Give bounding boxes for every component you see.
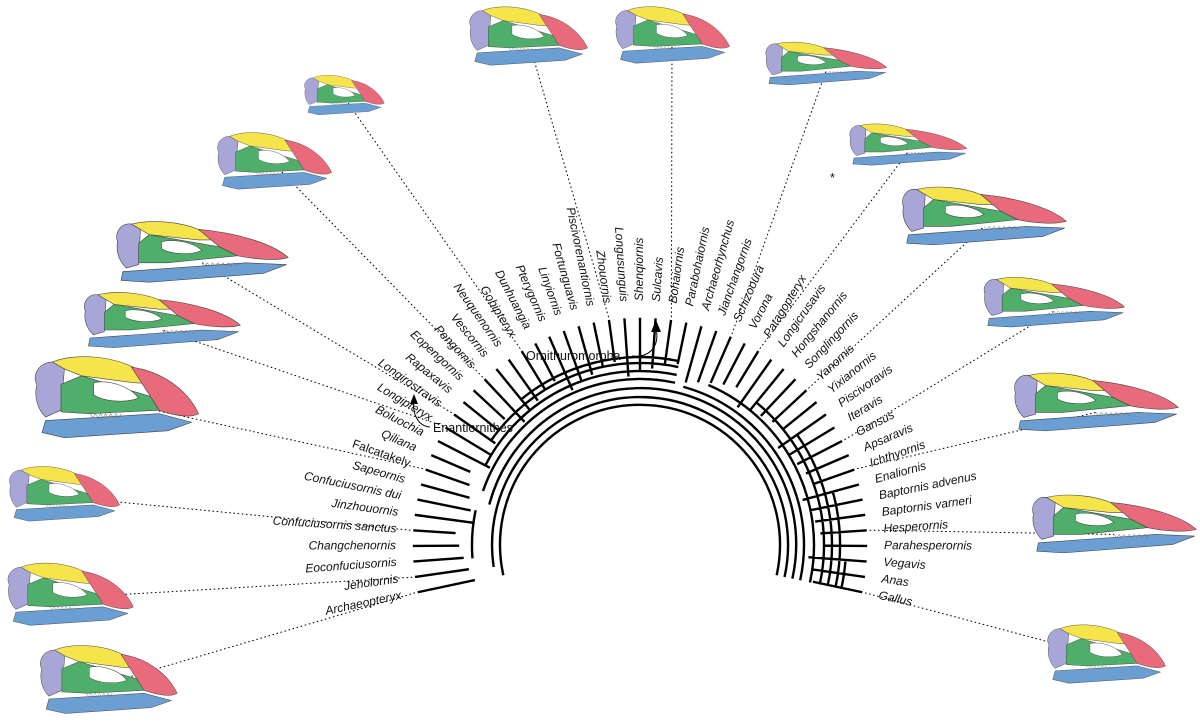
pengornis-skull (217, 132, 332, 190)
falcatakely-skull (34, 356, 199, 439)
leader-lines (63, 37, 1115, 684)
hesperornis-skull (1032, 494, 1197, 554)
taxon-label-confuciusornis-sanctus: Confuciusornis sanctus (272, 514, 397, 536)
ornithuromorpha-arrowhead-icon (651, 320, 661, 332)
longipteryx-skull (84, 292, 241, 348)
enantiornithes-arrowhead-icon (410, 394, 418, 404)
zhouornis-skull (469, 6, 588, 66)
taxon-label-changchenornis: Changchenornis (309, 538, 396, 552)
clade-label-enantiornithes: Enantiornithes (433, 421, 513, 435)
taxon-label-archaeopteryx: Archaeopteryx (323, 588, 404, 618)
jeholornis-skull (7, 562, 134, 626)
ornithuromorpha-arrow (631, 327, 658, 357)
taxon-labels: ArchaeopteryxJeholornisEoconfuciusornisC… (272, 206, 977, 618)
asterisk-annotation: * (830, 171, 835, 185)
taxon-label-longusunguis: Longusunguis (612, 227, 631, 303)
schizooura-skull (765, 41, 887, 86)
gallus-skull (1047, 624, 1166, 684)
ichthyornis-skull (1014, 372, 1179, 432)
taxon-label-shenqiornis: Shenqiornis (632, 238, 646, 301)
taxon-label-vegavis: Vegavis (883, 555, 926, 572)
skull-leader-lines (63, 37, 1115, 684)
patagopteryx-skull (849, 123, 968, 166)
gansus-skull (983, 277, 1125, 328)
taxon-label-parahesperornis: Parahesperornis (884, 538, 972, 552)
phylogenetic-tree (412, 317, 868, 594)
clade-label-ornithuromorpha: Ornithuromorpha (526, 349, 621, 363)
gobipteryx-skull (304, 75, 385, 115)
taxon-label-hesperornis: Hesperornis (883, 517, 948, 535)
taxon-label-eoconfuciusornis: Eoconfuciusornis (305, 555, 397, 576)
yanornis-skull (902, 186, 1067, 246)
taxon-label-gallus: Gallus (877, 588, 913, 609)
bohaiornis-skull (615, 6, 730, 64)
taxon-label-sulcavis: Sulcavis (649, 256, 666, 302)
taxon-label-anas: Anas (880, 571, 910, 589)
confuciusornis-skull (9, 466, 120, 522)
tree-branches (412, 317, 868, 594)
archaeopteryx-skull (40, 645, 178, 714)
longirostravis-skull (116, 221, 289, 283)
